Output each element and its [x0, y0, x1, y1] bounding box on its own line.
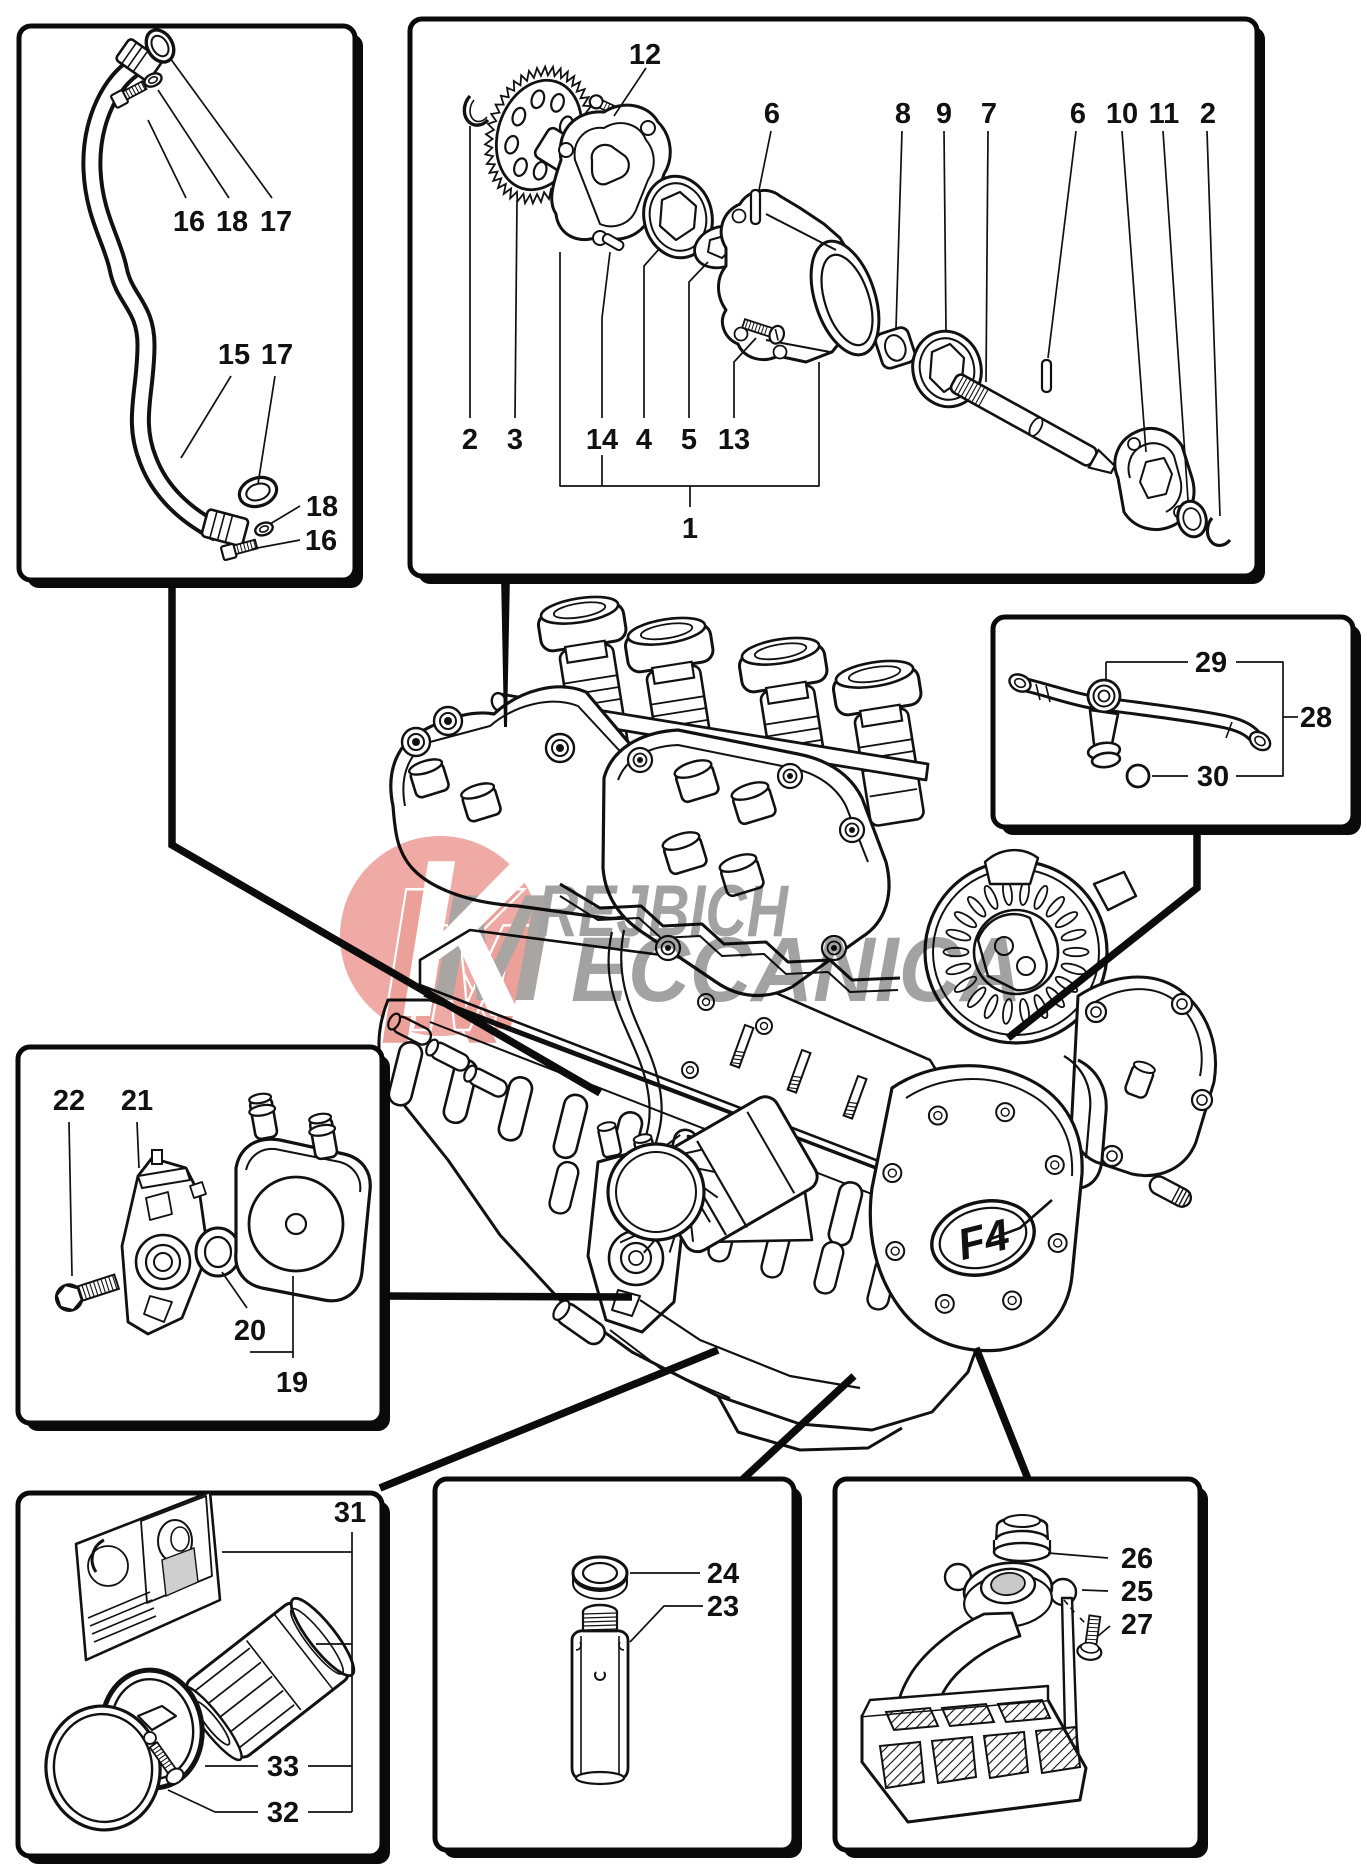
- svg-text:28: 28: [1300, 702, 1332, 734]
- svg-text:30: 30: [1197, 761, 1229, 793]
- svg-text:7: 7: [981, 98, 997, 130]
- svg-text:5: 5: [681, 424, 697, 456]
- svg-text:18: 18: [216, 206, 248, 238]
- svg-text:26: 26: [1121, 1543, 1153, 1575]
- svg-text:24: 24: [707, 1558, 739, 1590]
- svg-text:14: 14: [586, 424, 618, 456]
- svg-text:F4: F4: [953, 1210, 1015, 1270]
- svg-text:1: 1: [682, 513, 698, 545]
- svg-text:15: 15: [218, 339, 250, 371]
- svg-text:11: 11: [1149, 98, 1180, 130]
- svg-text:2: 2: [1200, 98, 1216, 130]
- svg-text:22: 22: [53, 1085, 85, 1117]
- svg-text:ECCANICA: ECCANICA: [571, 919, 1022, 1021]
- svg-text:12: 12: [629, 39, 661, 71]
- svg-text:M: M: [410, 893, 531, 1063]
- svg-text:K: K: [378, 840, 525, 1092]
- svg-text:13: 13: [718, 424, 750, 456]
- svg-text:17: 17: [261, 339, 293, 371]
- svg-text:10: 10: [1106, 98, 1138, 130]
- svg-text:4: 4: [636, 424, 652, 456]
- svg-text:33: 33: [267, 1751, 299, 1783]
- svg-text:16: 16: [173, 206, 205, 238]
- svg-text:9: 9: [936, 98, 952, 130]
- svg-text:6: 6: [764, 98, 780, 130]
- svg-text:REJBICH: REJBICH: [537, 871, 789, 952]
- svg-text:18: 18: [306, 491, 338, 523]
- svg-text:8: 8: [895, 98, 911, 130]
- svg-text:16: 16: [305, 525, 337, 557]
- svg-text:31: 31: [334, 1497, 366, 1529]
- svg-text:19: 19: [276, 1367, 308, 1399]
- svg-text:K: K: [400, 812, 547, 1064]
- svg-text:27: 27: [1121, 1609, 1153, 1641]
- svg-text:25: 25: [1121, 1576, 1153, 1608]
- svg-text:29: 29: [1195, 647, 1227, 679]
- svg-text:23: 23: [707, 1591, 739, 1623]
- svg-text:17: 17: [260, 206, 292, 238]
- svg-text:21: 21: [121, 1085, 153, 1117]
- svg-text:6: 6: [1070, 98, 1086, 130]
- svg-text:20: 20: [234, 1315, 266, 1347]
- svg-text:32: 32: [267, 1797, 299, 1829]
- svg-text:2: 2: [462, 424, 478, 456]
- svg-text:3: 3: [507, 424, 523, 456]
